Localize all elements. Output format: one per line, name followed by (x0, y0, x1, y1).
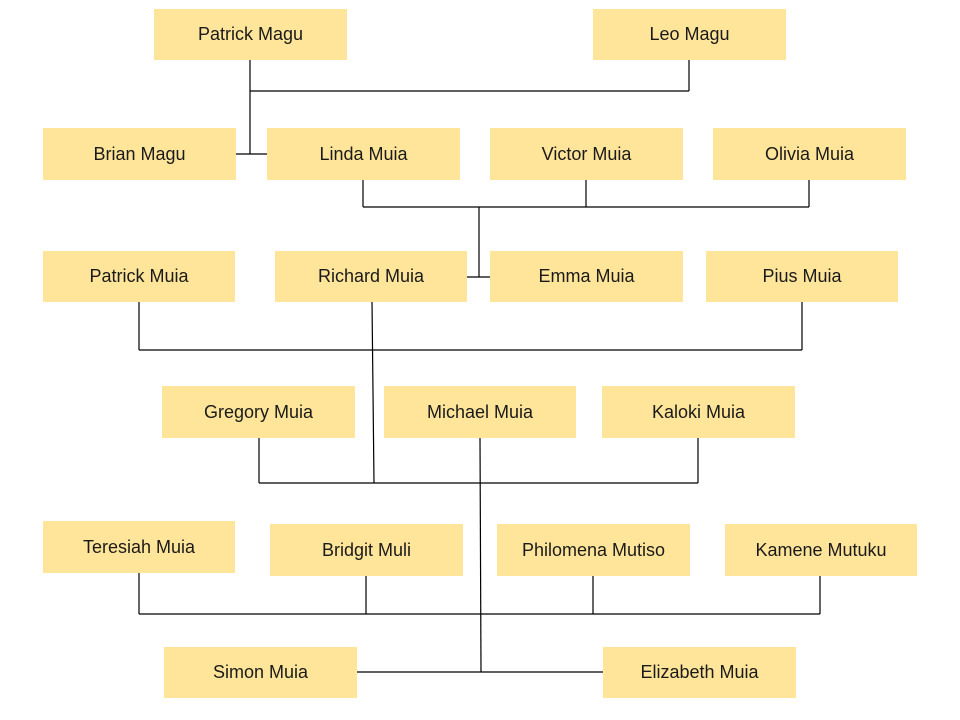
node-teresiah-muia[interactable]: Teresiah Muia (43, 521, 235, 573)
node-kamene-mutuku[interactable]: Kamene Mutuku (725, 524, 917, 576)
node-leo-magu[interactable]: Leo Magu (593, 9, 786, 60)
node-philomena-mutiso[interactable]: Philomena Mutiso (497, 524, 690, 576)
node-kaloki-muia[interactable]: Kaloki Muia (602, 386, 795, 438)
node-bridgit-muli[interactable]: Bridgit Muli (270, 524, 463, 576)
node-linda-muia[interactable]: Linda Muia (267, 128, 460, 180)
node-simon-muia[interactable]: Simon Muia (164, 647, 357, 698)
connector-line (479, 437, 482, 673)
node-patrick-magu[interactable]: Patrick Magu (154, 9, 347, 60)
node-richard-muia[interactable]: Richard Muia (275, 251, 467, 302)
node-gregory-muia[interactable]: Gregory Muia (162, 386, 355, 438)
node-emma-muia[interactable]: Emma Muia (490, 251, 683, 302)
node-michael-muia[interactable]: Michael Muia (384, 386, 576, 438)
node-patrick-muia[interactable]: Patrick Muia (43, 251, 235, 302)
node-elizabeth-muia[interactable]: Elizabeth Muia (603, 647, 796, 698)
node-olivia-muia[interactable]: Olivia Muia (713, 128, 906, 180)
node-pius-muia[interactable]: Pius Muia (706, 251, 898, 302)
connector-line (371, 301, 375, 484)
node-brian-magu[interactable]: Brian Magu (43, 128, 236, 180)
node-victor-muia[interactable]: Victor Muia (490, 128, 683, 180)
